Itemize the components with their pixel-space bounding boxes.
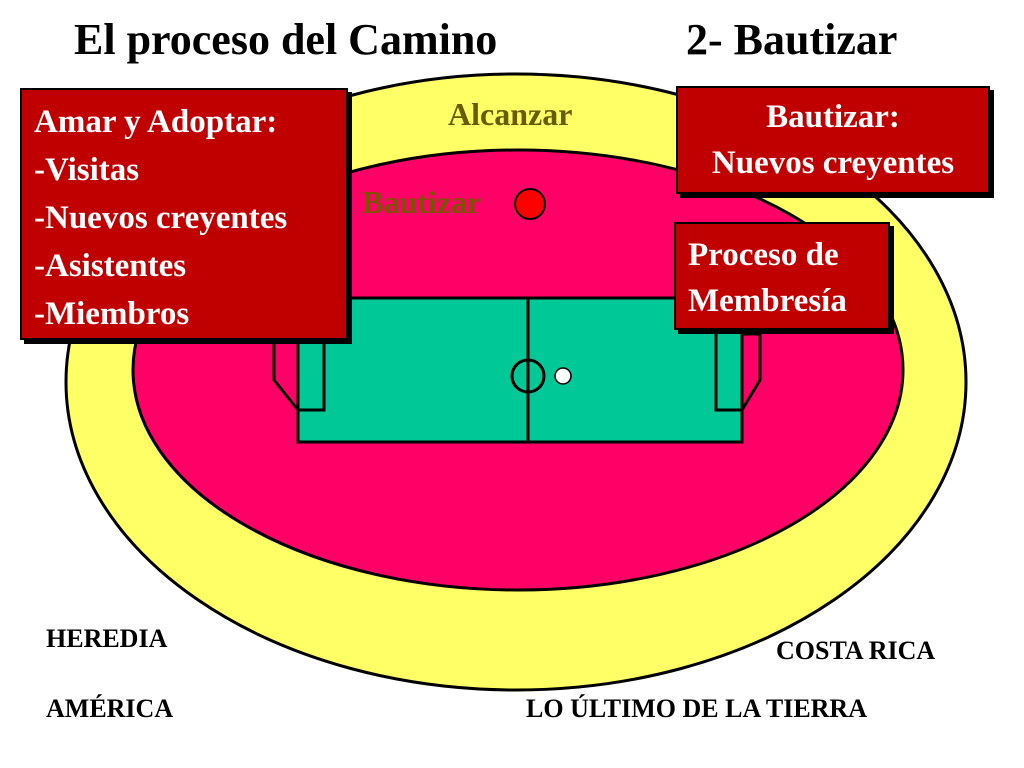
proceso-line-2: Membresía bbox=[688, 283, 847, 319]
amar-adoptar-box: Amar y Adoptar: -Visitas -Nuevos creyent… bbox=[20, 88, 348, 340]
right-penalty-area bbox=[714, 328, 744, 412]
place-america: AMÉRICA bbox=[46, 694, 174, 723]
amar-item-miembros: -Miembros bbox=[34, 296, 190, 332]
soccer-pitch bbox=[296, 296, 744, 444]
right-goal bbox=[740, 332, 762, 411]
pitch-center-circle bbox=[510, 358, 546, 394]
amar-item-nuevos: -Nuevos creyentes bbox=[34, 200, 288, 236]
place-heredia: HEREDIA bbox=[46, 624, 168, 653]
label-bautizar: Bautizar bbox=[362, 184, 482, 220]
page-title: El proceso del Camino bbox=[74, 15, 498, 64]
bautizar-title: Bautizar: bbox=[766, 99, 900, 135]
white-ball bbox=[554, 367, 572, 385]
place-costa-rica: COSTA RICA bbox=[776, 636, 936, 665]
bautizar-box: Bautizar: Nuevos creyentes bbox=[676, 86, 990, 194]
place-lo-ultimo: LO ÚLTIMO DE LA TIERRA bbox=[526, 694, 867, 723]
proceso-line-1: Proceso de bbox=[688, 237, 839, 273]
label-alcanzar: Alcanzar bbox=[448, 96, 573, 132]
red-ball-marker bbox=[514, 188, 546, 220]
bautizar-subtitle: Nuevos creyentes bbox=[711, 145, 955, 181]
proceso-membresia-box: Proceso de Membresía bbox=[674, 222, 890, 330]
amar-item-asistentes: -Asistentes bbox=[34, 248, 187, 284]
page-subtitle: 2- Bautizar bbox=[686, 15, 898, 64]
amar-item-visitas: -Visitas bbox=[34, 152, 140, 188]
amar-title: Amar y Adoptar: bbox=[34, 104, 278, 140]
